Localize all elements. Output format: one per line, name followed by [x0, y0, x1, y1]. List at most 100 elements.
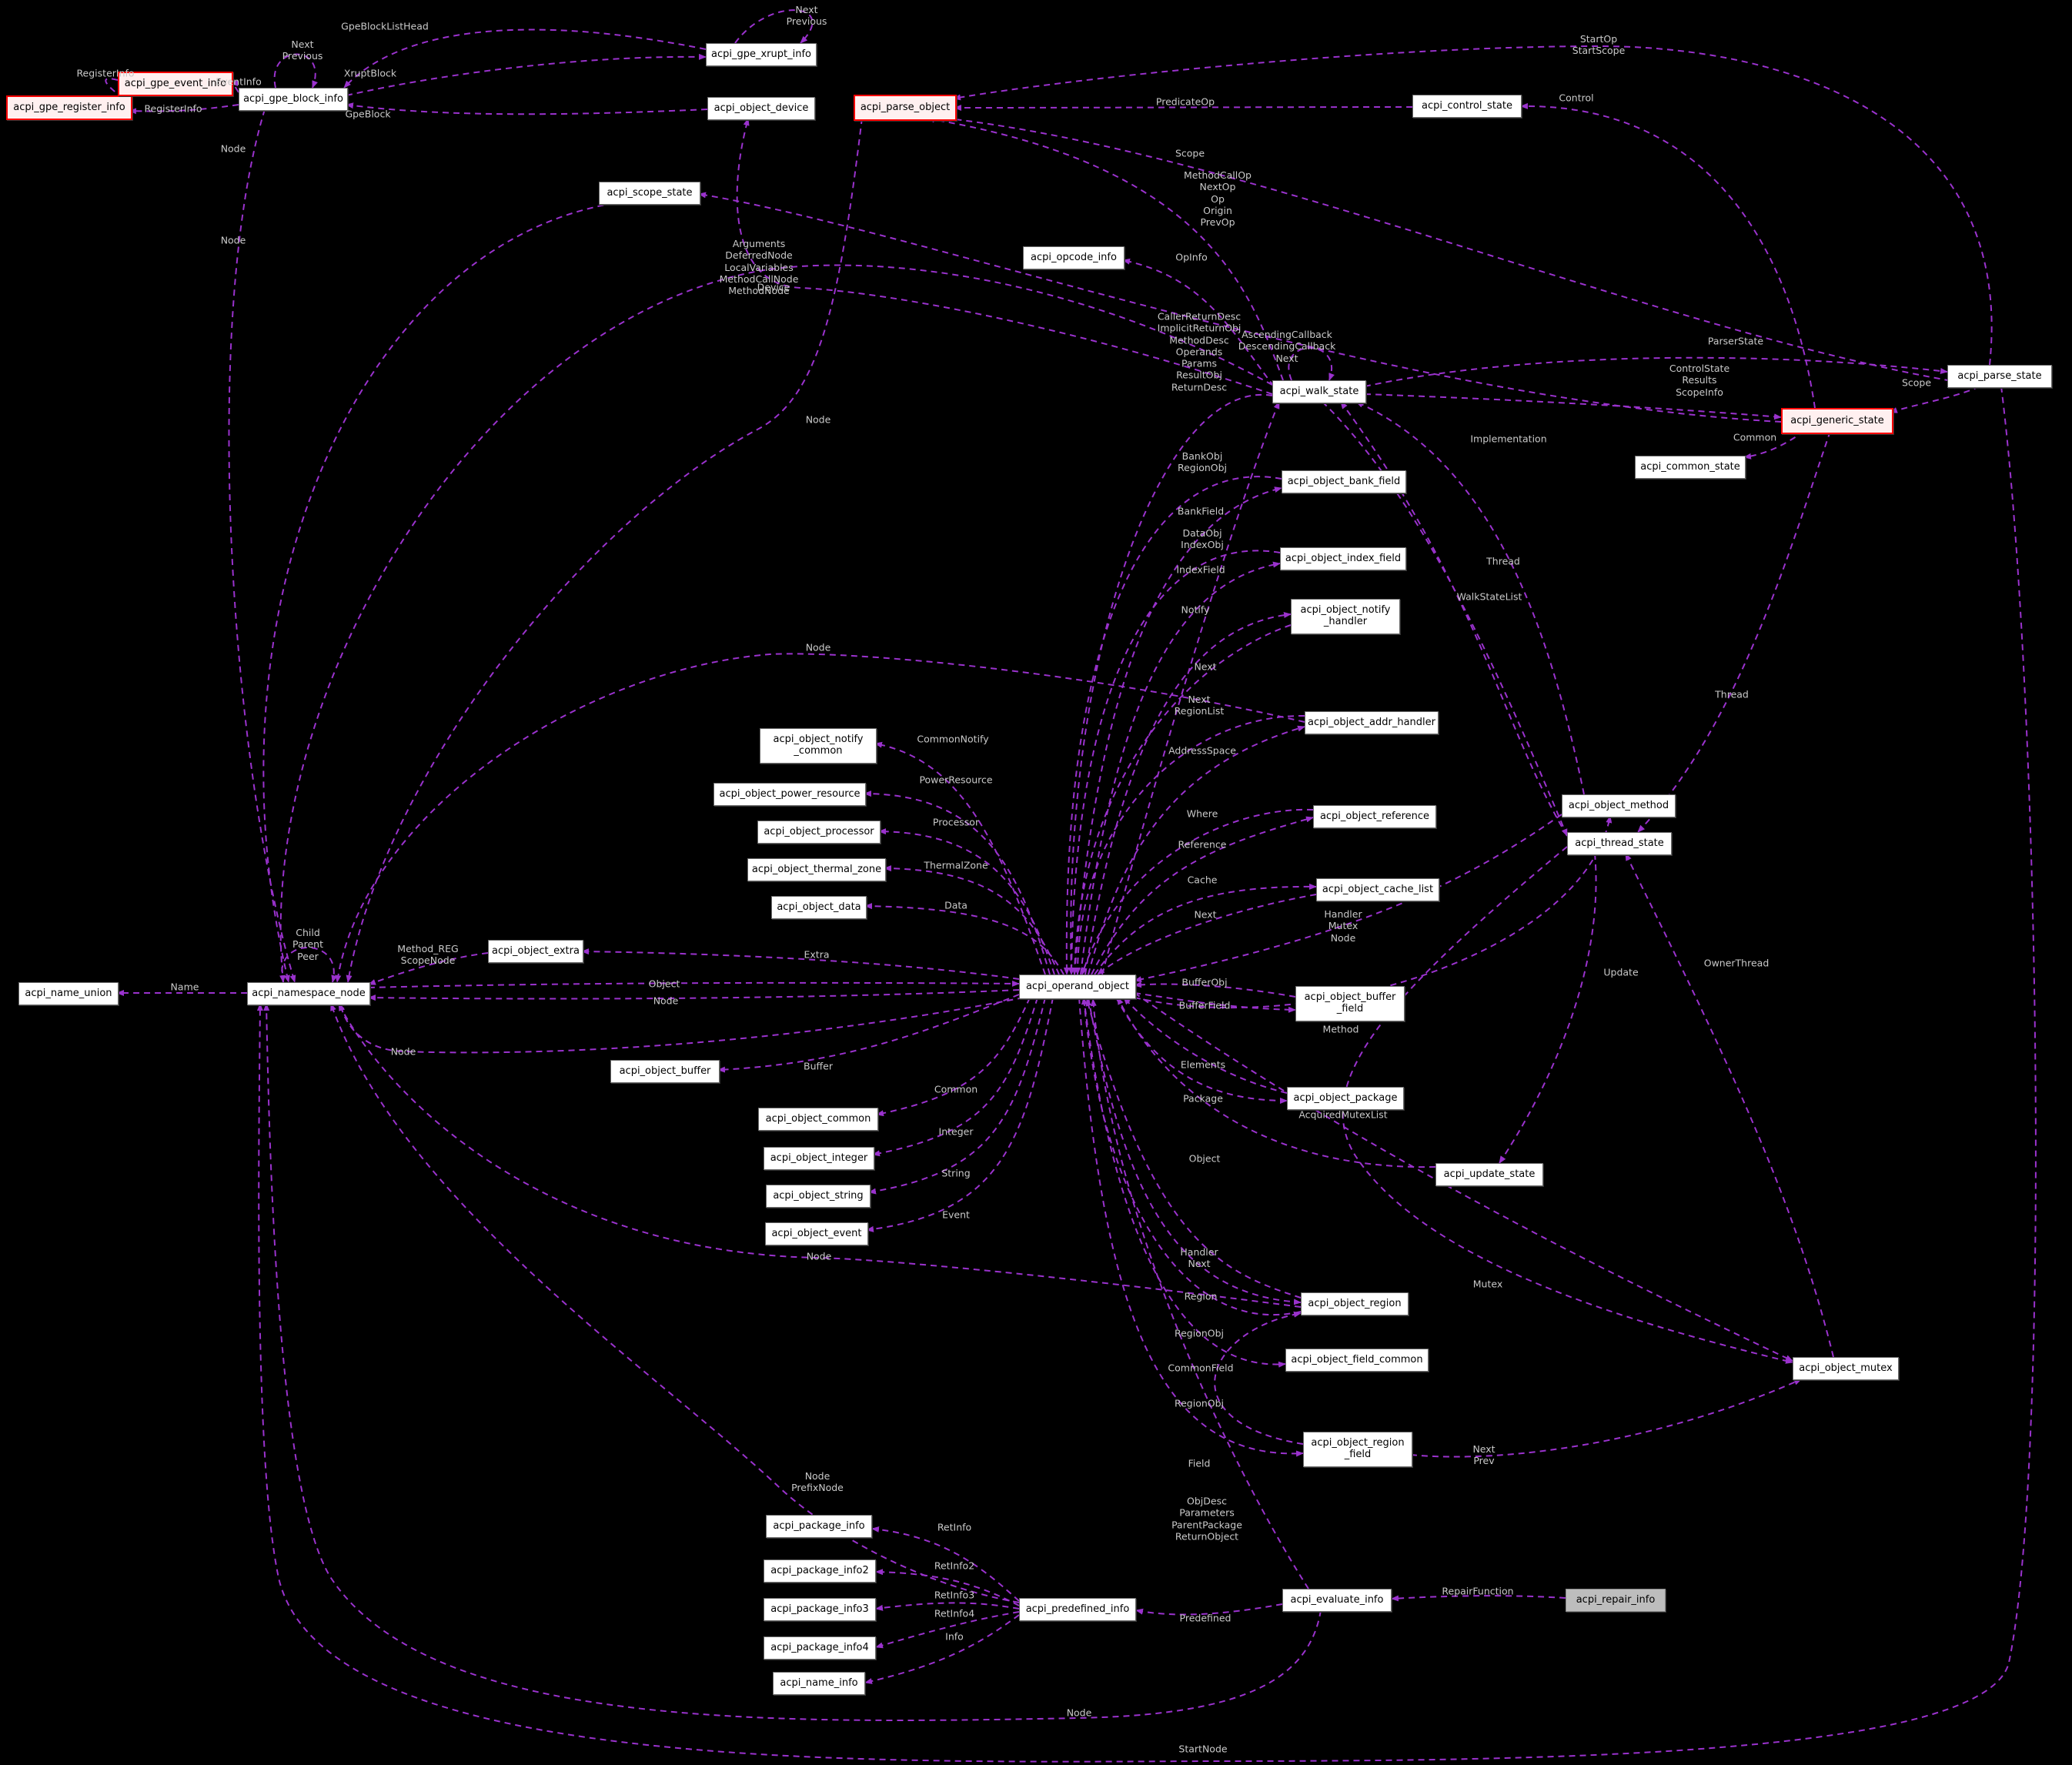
- edge-label: Name: [170, 981, 199, 993]
- edge-label: Scope: [1175, 147, 1205, 159]
- node-acpi_object_addr_handler[interactable]: acpi_object_addr_handler: [1305, 711, 1439, 734]
- node-acpi_gpe_event_info[interactable]: acpi_gpe_event_info: [118, 72, 233, 96]
- edge-label: Integer: [938, 1125, 974, 1138]
- node-acpi_object_extra[interactable]: acpi_object_extra: [488, 940, 583, 963]
- edge-label: CallerReturnDesc ImplicitReturnObj Metho…: [1157, 310, 1242, 393]
- node-acpi_object_cache_list[interactable]: acpi_object_cache_list: [1316, 878, 1439, 901]
- node-acpi_object_bank_field[interactable]: acpi_object_bank_field: [1282, 470, 1406, 493]
- node-acpi_object_reference[interactable]: acpi_object_reference: [1313, 805, 1436, 828]
- node-acpi_package_info3[interactable]: acpi_package_info3: [764, 1598, 876, 1621]
- edge-label: ObjDesc Parameters ParentPackage ReturnO…: [1171, 1495, 1242, 1543]
- node-acpi_repair_info[interactable]: acpi_repair_info: [1566, 1589, 1666, 1612]
- node-acpi_parse_state[interactable]: acpi_parse_state: [1947, 365, 2052, 388]
- edge-acpi_gpe_xrupt_info-to-acpi_gpe_block_info: [343, 28, 707, 89]
- edge-label: Next: [1194, 660, 1217, 673]
- edge-label: Predefined: [1179, 1612, 1232, 1624]
- node-acpi_object_region_field[interactable]: acpi_object_region _field: [1303, 1432, 1412, 1467]
- edge-acpi_operand_object-to-acpi_object_index_field: [1080, 561, 1281, 975]
- node-acpi_object_integer[interactable]: acpi_object_integer: [764, 1147, 874, 1170]
- edge-label: Processor: [932, 816, 980, 828]
- node-acpi_object_data[interactable]: acpi_object_data: [771, 896, 867, 919]
- edge-acpi_object_reference-to-acpi_operand_object: [1081, 808, 1314, 975]
- edge-label: Cache: [1187, 874, 1218, 886]
- node-acpi_update_state[interactable]: acpi_update_state: [1435, 1163, 1543, 1186]
- node-acpi_object_notify_handler[interactable]: acpi_object_notify _handler: [1291, 599, 1400, 634]
- edge-label: Node: [220, 234, 246, 246]
- node-acpi_common_state[interactable]: acpi_common_state: [1635, 456, 1746, 479]
- node-acpi_generic_state[interactable]: acpi_generic_state: [1781, 408, 1893, 434]
- edge-label: GpeBlockListHead: [341, 20, 429, 32]
- node-acpi_object_processor[interactable]: acpi_object_processor: [757, 821, 881, 844]
- node-acpi_opcode_info[interactable]: acpi_opcode_info: [1023, 246, 1125, 269]
- node-acpi_operand_object[interactable]: acpi_operand_object: [1019, 974, 1136, 999]
- node-acpi_object_index_field[interactable]: acpi_object_index_field: [1280, 547, 1406, 570]
- edge-label: Next: [1194, 908, 1217, 921]
- node-acpi_package_info[interactable]: acpi_package_info: [766, 1515, 872, 1538]
- edge-acpi_operand_object-to-acpi_object_method: [1134, 815, 1612, 1009]
- node-acpi_object_buffer_field[interactable]: acpi_object_buffer _field: [1295, 986, 1405, 1021]
- edge-acpi_operand_object-to-acpi_object_region_field: [1078, 997, 1304, 1457]
- edge-label: EventInfo: [216, 75, 262, 88]
- node-acpi_parse_object[interactable]: acpi_parse_object: [854, 95, 957, 121]
- node-acpi_gpe_block_info[interactable]: acpi_gpe_block_info: [239, 88, 348, 111]
- edge-label: Region: [1184, 1290, 1218, 1302]
- edge-acpi_walk_state-to-acpi_operand_object: [1068, 393, 1273, 975]
- node-acpi_package_info2[interactable]: acpi_package_info2: [764, 1559, 876, 1583]
- node-acpi_namespace_node[interactable]: acpi_namespace_node: [247, 982, 370, 1005]
- node-acpi_gpe_xrupt_info[interactable]: acpi_gpe_xrupt_info: [706, 43, 817, 66]
- node-acpi_evaluate_info[interactable]: acpi_evaluate_info: [1282, 1589, 1392, 1612]
- edge-label: PowerResource: [919, 774, 993, 786]
- edge-label: Package: [1183, 1092, 1223, 1105]
- edge-acpi_operand_object-to-acpi_object_cache_list: [1094, 883, 1317, 975]
- edge-label: Elements: [1180, 1058, 1226, 1071]
- node-acpi_name_info[interactable]: acpi_name_info: [773, 1672, 865, 1695]
- edge-acpi_parse_state-to-acpi_parse_object: [953, 45, 1993, 366]
- edge-label: Object: [648, 978, 680, 990]
- edge-label: GpeBlock: [345, 108, 391, 120]
- edge-acpi_parse_object-to-acpi_namespace_node: [346, 117, 863, 983]
- edge-acpi_object_cache_list-to-acpi_operand_object: [1097, 894, 1317, 975]
- edge-acpi_operand_object-to-acpi_object_integer: [872, 997, 1038, 1157]
- edge-label: Handler Mutex Node: [1324, 908, 1362, 944]
- edge-label: Buffer: [804, 1060, 833, 1072]
- node-acpi_package_info4[interactable]: acpi_package_info4: [764, 1636, 876, 1660]
- node-acpi_walk_state[interactable]: acpi_walk_state: [1272, 380, 1366, 403]
- edge-acpi_object_region-to-acpi_namespace_node: [338, 1003, 1302, 1308]
- node-acpi_object_power_resource[interactable]: acpi_object_power_resource: [714, 783, 866, 806]
- node-acpi_predefined_info[interactable]: acpi_predefined_info: [1019, 1598, 1136, 1621]
- edge-label: XruptBlock: [343, 67, 397, 79]
- edge-label: Method_REG ScopeNode: [397, 942, 459, 966]
- node-acpi_object_string[interactable]: acpi_object_string: [766, 1185, 871, 1208]
- node-acpi_object_thermal_zone[interactable]: acpi_object_thermal_zone: [747, 858, 886, 881]
- node-acpi_object_region[interactable]: acpi_object_region: [1301, 1292, 1409, 1315]
- node-acpi_name_union[interactable]: acpi_name_union: [18, 982, 119, 1005]
- edge-label: ControlState Results ScopeInfo: [1669, 363, 1730, 398]
- node-acpi_object_method[interactable]: acpi_object_method: [1562, 794, 1676, 817]
- node-acpi_object_field_common[interactable]: acpi_object_field_common: [1285, 1349, 1429, 1372]
- node-acpi_object_package[interactable]: acpi_object_package: [1287, 1087, 1404, 1110]
- node-acpi_thread_state[interactable]: acpi_thread_state: [1567, 832, 1672, 855]
- node-acpi_object_buffer[interactable]: acpi_object_buffer: [610, 1060, 720, 1083]
- edge-acpi_predefined_info-to-acpi_package_info2: [875, 1569, 1020, 1606]
- edge-acpi_walk_state-to-acpi_object_device: [736, 118, 1273, 395]
- node-acpi_gpe_register_info[interactable]: acpi_gpe_register_info: [6, 95, 132, 120]
- node-acpi_object_notify_common[interactable]: acpi_object_notify _common: [760, 728, 877, 764]
- edge-acpi_object_extra-to-acpi_namespace_node: [368, 952, 489, 985]
- edge-label: Event: [942, 1208, 970, 1221]
- node-acpi_object_device[interactable]: acpi_object_device: [707, 97, 815, 120]
- edge-acpi_generic_state-to-acpi_scope_state: [698, 192, 1782, 423]
- node-acpi_object_mutex[interactable]: acpi_object_mutex: [1793, 1357, 1899, 1380]
- node-acpi_object_event[interactable]: acpi_object_event: [765, 1222, 868, 1245]
- edge-acpi_parse_state-to-acpi_generic_state: [1890, 386, 1980, 413]
- node-acpi_control_state[interactable]: acpi_control_state: [1412, 95, 1522, 118]
- edge-acpi_operand_object-to-acpi_object_data: [864, 903, 1064, 975]
- edge-acpi_operand_object-to-acpi_object_extra: [581, 948, 1020, 980]
- node-acpi_scope_state[interactable]: acpi_scope_state: [599, 182, 700, 205]
- edge-label: Device: [757, 281, 790, 293]
- edge-acpi_walk_state-to-acpi_parse_state: [1364, 356, 1948, 387]
- node-acpi_object_common[interactable]: acpi_object_common: [758, 1108, 878, 1131]
- edge-label: Node: [1066, 1707, 1092, 1719]
- edge-label: Extra: [804, 948, 830, 961]
- edge-acpi_evaluate_info-to-acpi_namespace_node: [263, 1003, 1322, 1721]
- edge-acpi_object_region_field-to-acpi_object_mutex: [1410, 1379, 1802, 1458]
